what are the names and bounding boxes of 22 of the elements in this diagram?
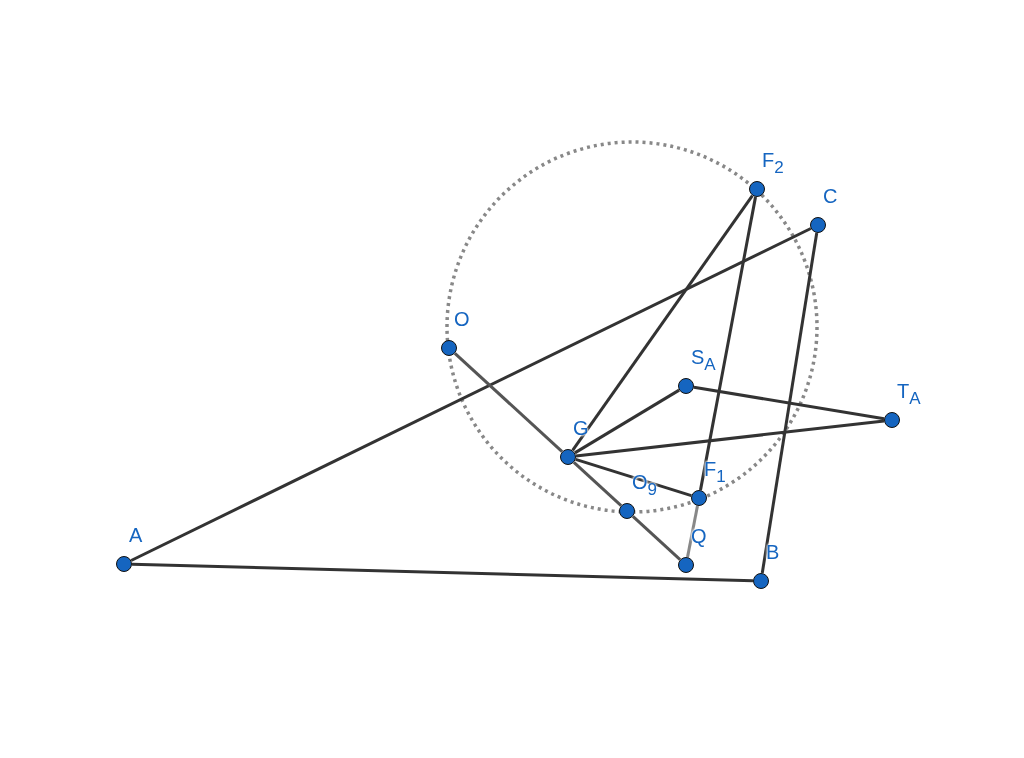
- point-label: Q: [691, 524, 707, 548]
- point-label: B: [766, 540, 780, 564]
- line-segment: [453, 352, 564, 453]
- point-label: G: [573, 416, 589, 440]
- point-label: F$_{1}$: [704, 457, 726, 488]
- line-segment: [572, 461, 623, 507]
- line-segment: [574, 388, 680, 455]
- point-label: C: [823, 184, 838, 208]
- point-label: T$_{A}$: [897, 379, 921, 410]
- point-label: S$_{A}$: [691, 345, 716, 376]
- point-label: A: [129, 523, 143, 547]
- line-segment: [575, 419, 885, 458]
- line-segment: [699, 196, 757, 491]
- line-segment: [575, 457, 692, 498]
- line-segment: [631, 515, 682, 561]
- line-segment: [693, 385, 885, 421]
- line-segment: [131, 562, 754, 583]
- line-segment: [571, 194, 754, 452]
- point-label: O: [454, 307, 470, 331]
- point-label: F$_{2}$: [762, 148, 784, 179]
- line-segment: [130, 227, 812, 562]
- line-segment: [760, 232, 819, 574]
